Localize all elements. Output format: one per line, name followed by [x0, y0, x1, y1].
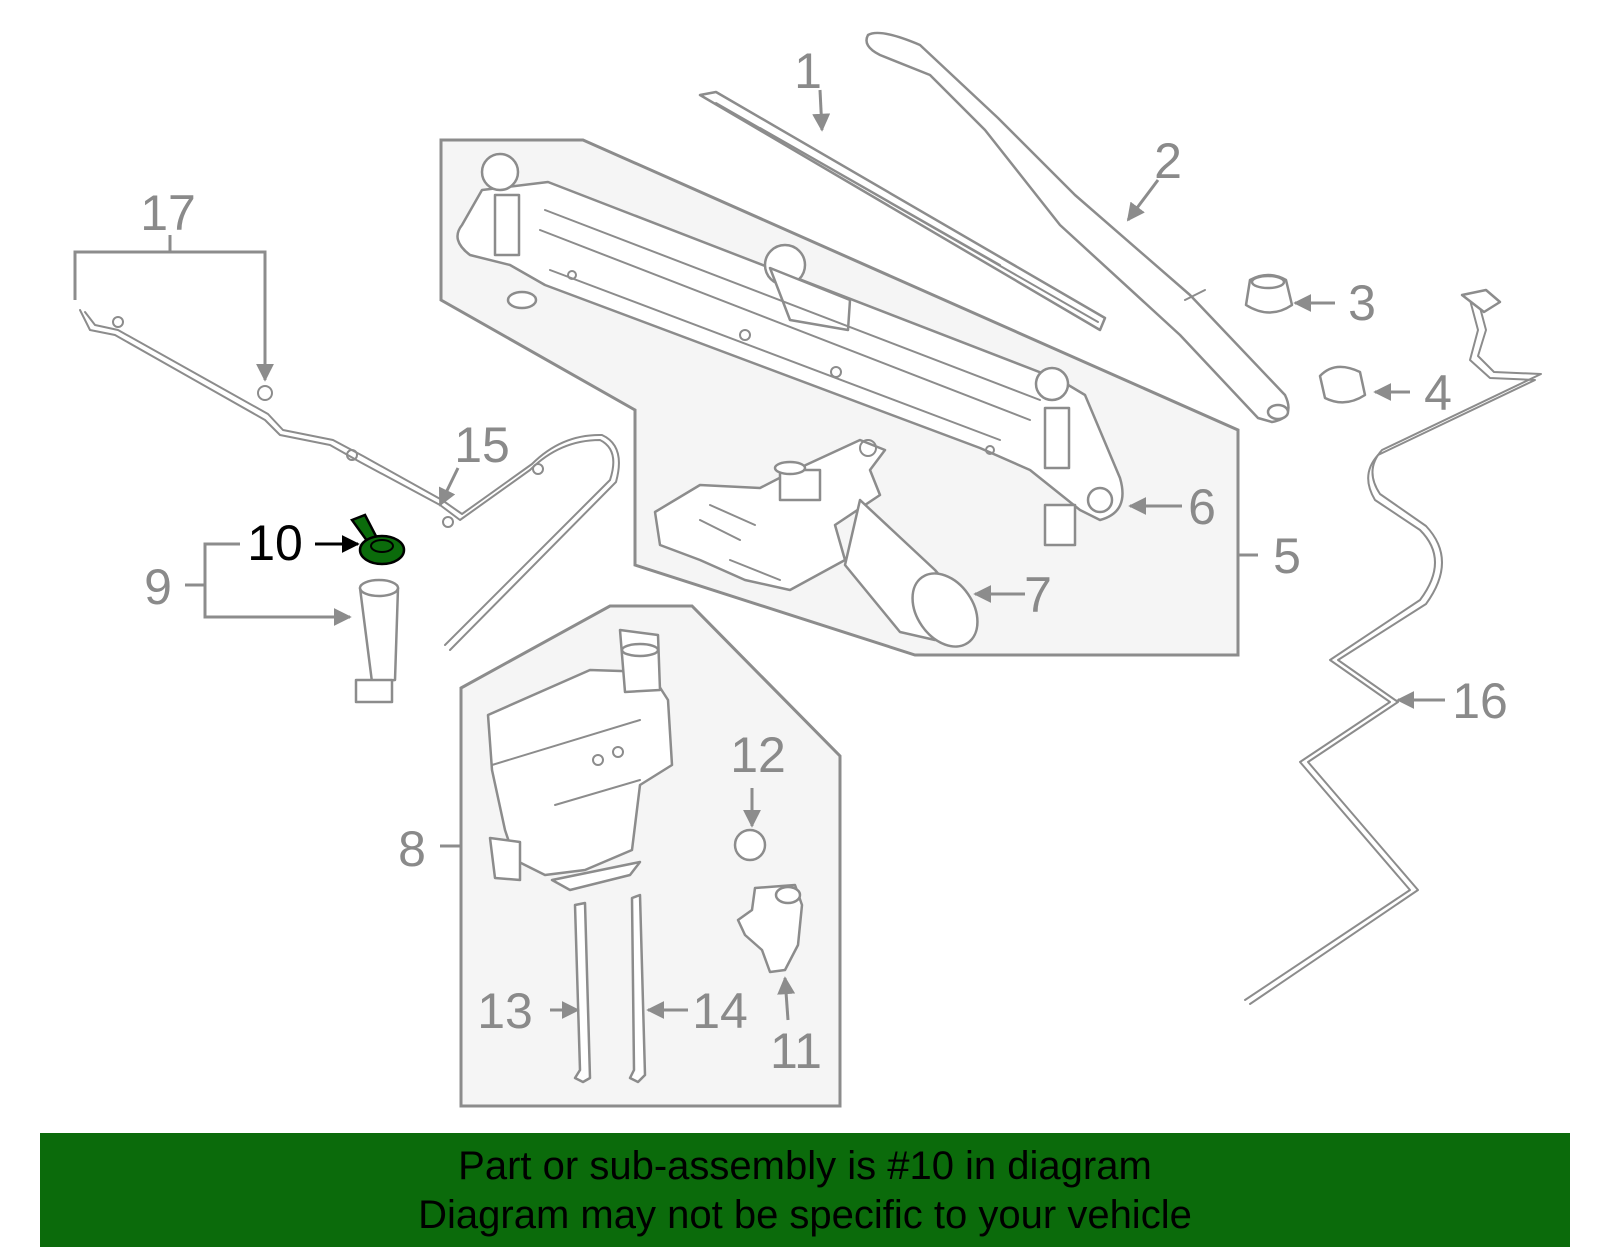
- parts-diagram: 1 2 3 4 5 6 7 8 9 10 11 12 13 14 15 16 1…: [73, 31, 1542, 1108]
- callout-11: 11: [770, 1023, 822, 1079]
- washer-hose-13-part: [573, 901, 592, 1084]
- callout-13: 13: [477, 983, 533, 1039]
- callout-8: 8: [398, 821, 426, 877]
- callout-16: 16: [1452, 673, 1508, 729]
- banner-line-disclaimer: Diagram may not be specific to your vehi…: [418, 1193, 1192, 1237]
- washer-hose-15-part: [79, 309, 620, 651]
- callout-10: 10: [247, 515, 303, 571]
- callout-2: 2: [1154, 133, 1182, 189]
- callout-9: 9: [144, 559, 172, 615]
- callout-1: 1: [794, 43, 822, 99]
- callout-15: 15: [454, 417, 510, 473]
- filler-neck-part: [354, 578, 400, 704]
- callout-5: 5: [1273, 528, 1301, 584]
- callout-labels: 1 2 3 4 5 6 7 8 9 10 11 12 13 14 15 16 1…: [140, 43, 1508, 1079]
- wiper-motor-part: [653, 438, 979, 648]
- arm-cover-part: [1318, 365, 1367, 404]
- leader-lines: [73, 89, 1445, 1021]
- wiper-arm-part: [865, 31, 1290, 424]
- banner-line-part-number: Part or sub-assembly is #10 in diagram: [458, 1144, 1152, 1188]
- callout-3: 3: [1348, 275, 1376, 331]
- pivot-cap-part: [1244, 273, 1294, 314]
- callout-17: 17: [140, 185, 196, 241]
- wiper-blade-part: [698, 90, 1107, 332]
- wiper-linkage-part: [456, 152, 1124, 547]
- part-info-banner: Part or sub-assembly is #10 in diagram D…: [40, 1133, 1570, 1247]
- grommet-part: [733, 828, 767, 862]
- washer-reservoir-part: [486, 628, 674, 892]
- callout-12: 12: [730, 727, 786, 783]
- washer-hose-14-part: [628, 893, 647, 1084]
- callout-14: 14: [692, 983, 748, 1039]
- callout-4: 4: [1424, 365, 1452, 421]
- callout-7: 7: [1024, 567, 1052, 623]
- callout-6: 6: [1188, 479, 1216, 535]
- washer-hose-16-part: [1244, 288, 1542, 1005]
- washer-pump-part: [736, 883, 804, 974]
- reservoir-cap-part-10: [350, 513, 406, 566]
